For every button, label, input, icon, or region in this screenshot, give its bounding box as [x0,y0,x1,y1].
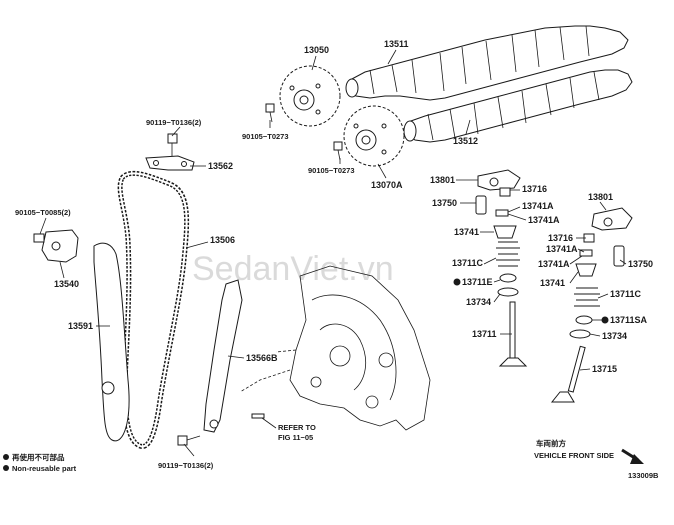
lock-13741A-a [495,209,509,217]
figure-code: 133009B [628,471,659,480]
bolt-90105-T0273-b [333,141,343,161]
lash-adjuster-13750-a [475,195,487,215]
legend-item-cn: 再使用不可部品 [12,452,65,462]
label-13506: 13506 [210,235,235,245]
label-13741-b: 13741 [540,278,565,288]
label-13711C-a: 13711C [452,258,484,268]
chain-guide-13562 [145,136,195,171]
label-13711E: 13711E [462,277,493,287]
legend: 再使用不可部品 Non-reusable part [3,452,77,473]
legend-dot-1 [3,454,9,460]
part-labels: 13050 13511 13512 13070A 90105−T0273 901… [15,39,653,470]
legend-dot-2 [3,465,9,471]
label-13540: 13540 [54,279,79,289]
label-13512: 13512 [453,136,478,146]
direction-en: VEHICLE FRONT SIDE [534,451,614,460]
label-13050: 13050 [304,45,329,55]
label-13566B: 13566B [246,353,278,363]
refer-line2: FIG 11−05 [278,433,313,442]
retainer-13741-b [575,263,597,277]
watermark: SedanViet.vn [192,250,394,288]
stem-seal-13711E [499,273,517,283]
valve-spring-13711C-a [496,241,520,267]
non-reusable-dot-13711E [453,278,461,286]
camshaft-13512 [403,69,633,143]
retainer-13741-a [493,225,517,239]
label-13716-b: 13716 [548,233,573,243]
stem-seal-13711SA [575,315,593,325]
label-90119-T0136-top: 90119−T0136(2) [146,118,202,127]
cam-timing-gear-13070A [343,105,405,167]
bolt-90119-T0136-bottom [177,435,201,446]
label-13591: 13591 [68,321,93,331]
label-13741A-a1: 13741A [522,201,554,211]
label-13070A: 13070A [371,180,403,190]
rocker-arm-13801-b [591,207,633,231]
direction-cn: 车両前方 [536,438,566,448]
label-13741A-b2: 13741A [538,259,570,269]
lash-adjuster-13750-b [613,245,625,267]
refer-line1: REFER TO [278,423,316,432]
label-13750-b: 13750 [628,259,653,269]
label-13750-a: 13750 [432,198,457,208]
label-13711C-b: 13711C [610,289,642,299]
label-13801-a: 13801 [430,175,455,185]
cylinder-block-reference [239,265,431,431]
label-90105-T0085: 90105−T0085(2) [15,208,71,217]
label-13716-a: 13716 [522,184,547,194]
intake-valve-13711 [498,301,528,367]
label-13741A-a2: 13741A [528,215,560,225]
label-90119-T0136-bottom: 90119−T0136(2) [158,461,214,470]
shim-13716-a [499,187,511,197]
label-90105-T0273-b: 90105−T0273 [308,166,355,175]
bolt-90119-T0136-top [167,133,178,144]
label-13801-b: 13801 [588,192,613,202]
leader-lines [39,49,627,457]
timing-chain-13506 [117,170,190,449]
label-13711: 13711 [472,329,497,339]
rocker-arm-13801-a [477,169,521,191]
label-13741-a: 13741 [454,227,479,237]
chain-slipper-13591 [93,242,130,442]
lock-13741A-b [579,249,593,257]
label-90105-T0273-a: 90105−T0273 [242,132,289,141]
bolt-90105-T0273-a [265,103,275,123]
camshaft-13511 [345,25,629,101]
legend-item-en: Non-reusable part [12,464,77,473]
label-13734-b: 13734 [602,331,627,341]
label-13734-a: 13734 [466,297,491,307]
spring-seat-13734-b [569,329,591,339]
label-13711SA: 13711SA [610,315,648,325]
vehicle-front-indicator: 车両前方 VEHICLE FRONT SIDE [534,438,644,464]
label-13562: 13562 [208,161,233,171]
spring-seat-13734-a [497,287,519,297]
chain-guide-13566B [203,279,243,433]
label-13741A-b1: 13741A [546,244,578,254]
label-13511: 13511 [384,39,409,49]
label-13715: 13715 [592,364,617,374]
chain-tensioner-13540 [33,229,79,263]
exhaust-valve-13715 [550,345,586,403]
cam-timing-gear-13050 [279,65,341,127]
non-reusable-dot-13711SA [601,316,609,324]
valve-spring-13711C-b [574,287,600,307]
